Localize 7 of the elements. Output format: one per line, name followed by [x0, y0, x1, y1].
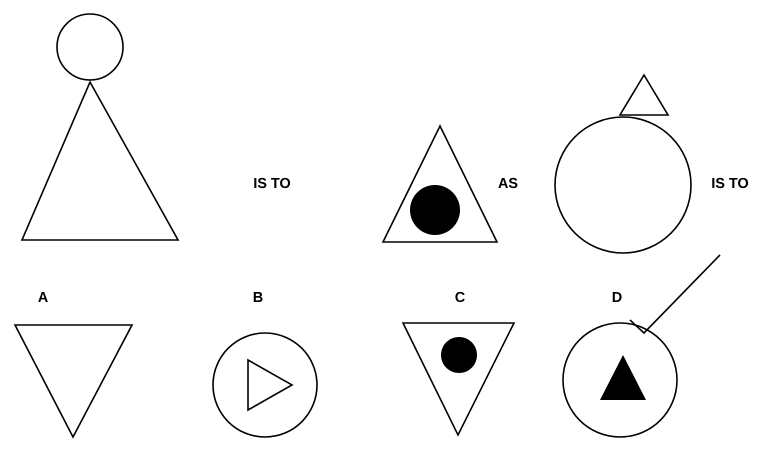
connector-word: IS TO — [254, 178, 290, 188]
connector-word: AS — [498, 178, 518, 188]
option-letter: C — [455, 292, 465, 302]
option-letter: B — [254, 292, 263, 302]
option-letter: A — [38, 292, 48, 302]
option-letter: D — [612, 292, 622, 302]
connector-word: IS TO — [712, 178, 748, 188]
